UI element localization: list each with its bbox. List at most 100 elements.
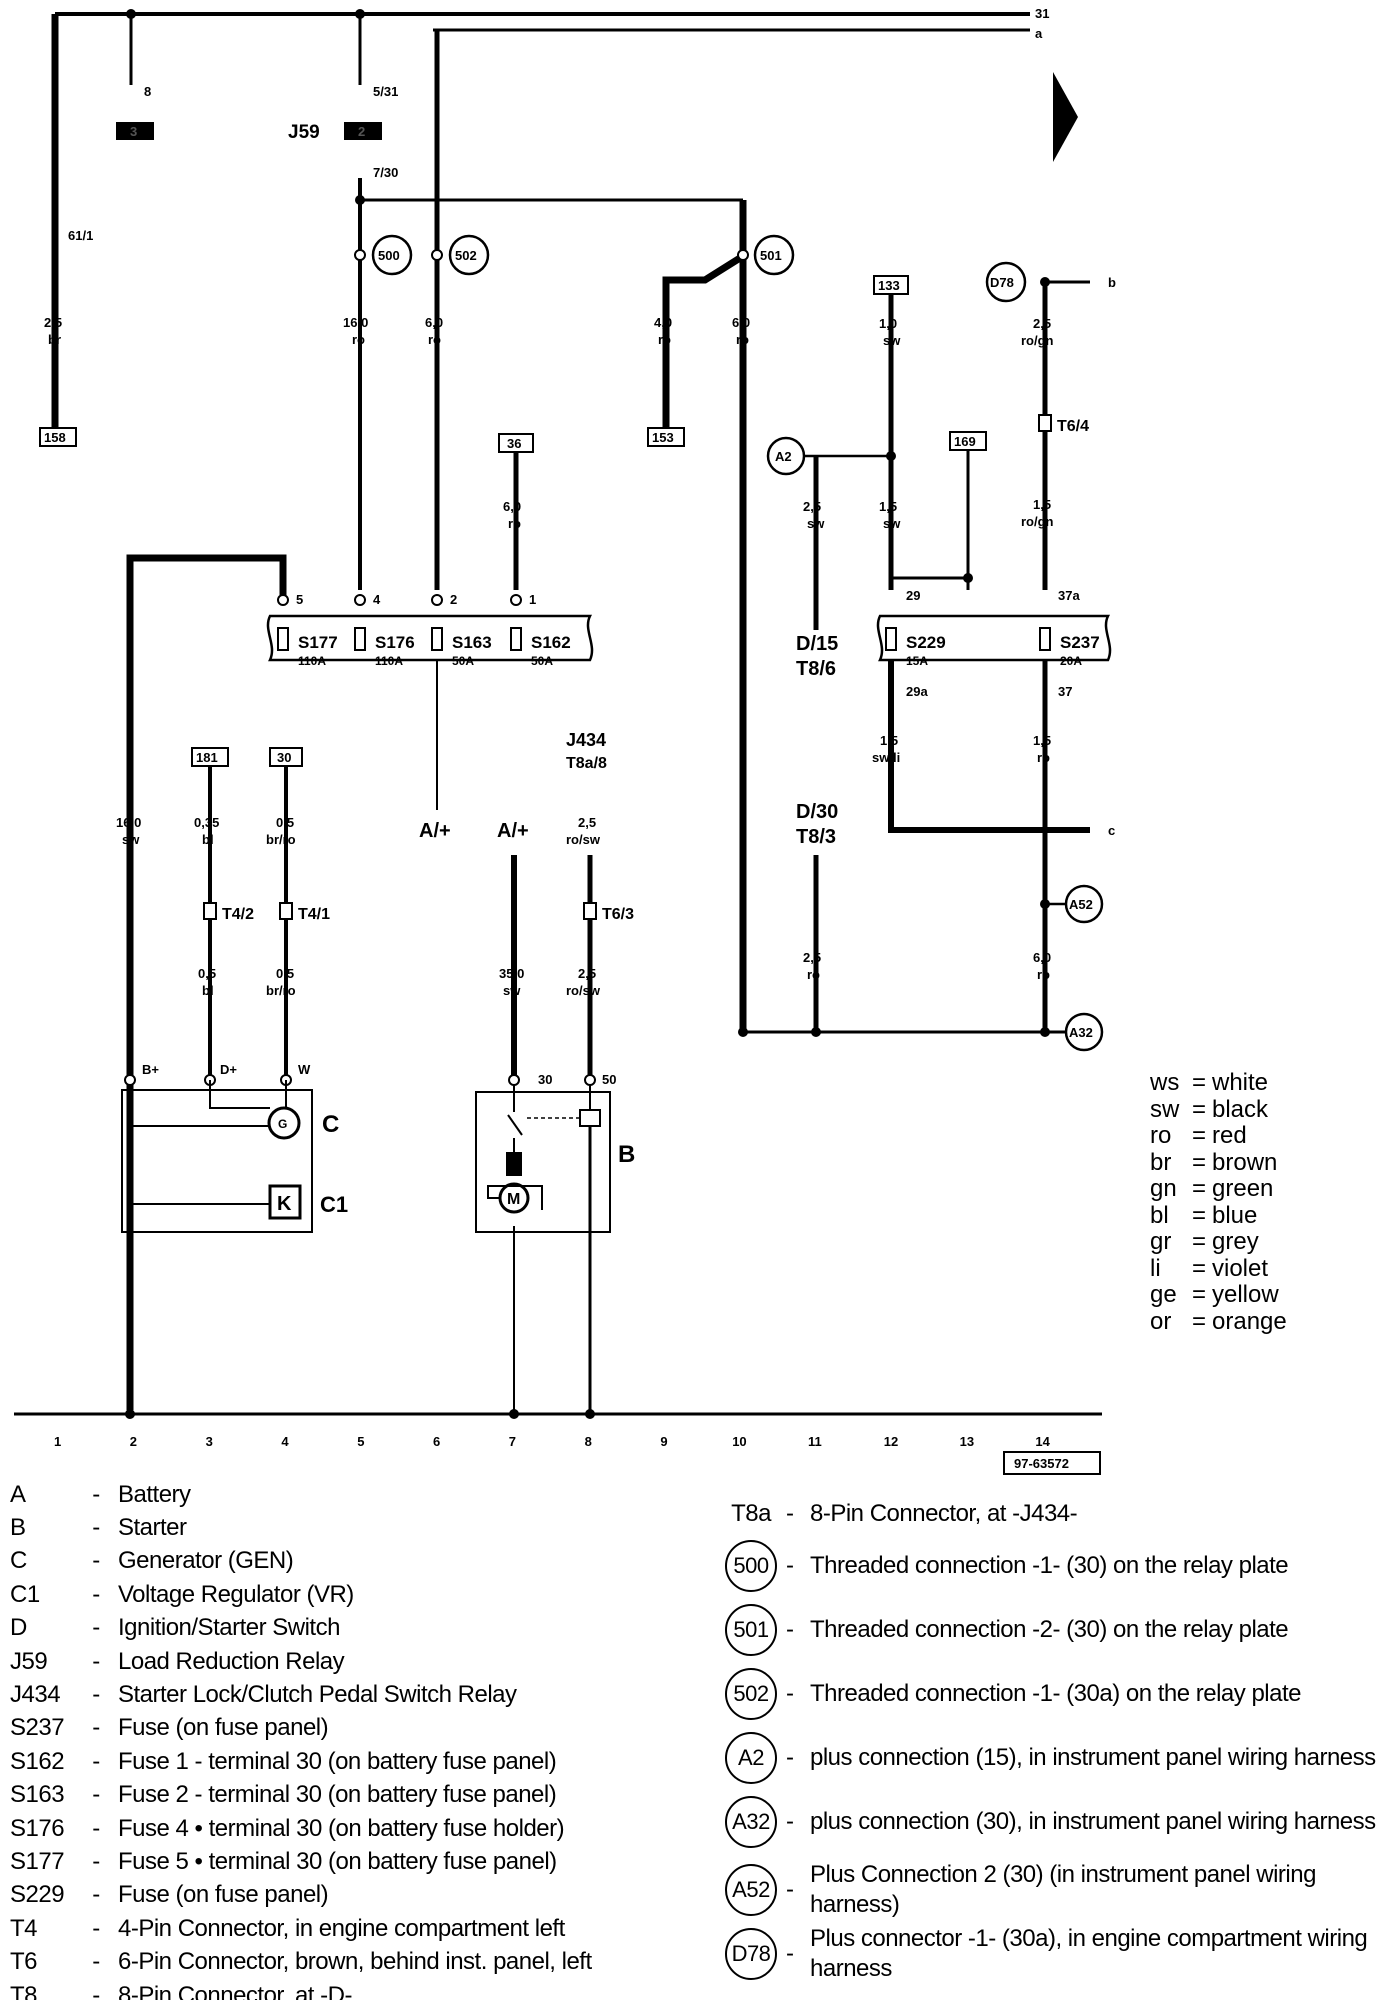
legend-mark: A52 xyxy=(716,1864,786,1916)
legend-dash: - xyxy=(92,1480,100,1508)
gen-internal-d xyxy=(209,1080,270,1109)
color-code: gr xyxy=(1150,1228,1172,1256)
wire-color-w15: bl xyxy=(202,983,214,998)
j59-label: J59 xyxy=(288,122,320,143)
fuse-rating-s176: 110A xyxy=(375,654,403,668)
fuse-body-s162 xyxy=(510,627,522,651)
equals-sign: = xyxy=(1191,1307,1206,1335)
color-key-row: br=brown xyxy=(1150,1149,1350,1177)
starter-pin-50: 50 xyxy=(602,1072,616,1087)
regulator-symbol-k: K xyxy=(277,1193,292,1215)
ref-158: 158 xyxy=(44,430,66,445)
wire-color-w1: br xyxy=(48,332,61,347)
connector-t6-4-symbol xyxy=(1038,414,1052,432)
ref-169: 169 xyxy=(954,434,976,449)
starter-contact-2 xyxy=(507,1114,523,1136)
solenoid-coil xyxy=(579,1109,601,1127)
wire-size-w5: 6,0 xyxy=(732,315,750,330)
gen-pin-w: W xyxy=(298,1062,311,1077)
fuse-pin-ring-s163 xyxy=(431,594,443,606)
wire-color-w8: ro xyxy=(508,516,521,531)
fuse-pin-s176: 4 xyxy=(373,592,381,607)
legend-description: Ignition/Starter Switch xyxy=(118,1614,340,1642)
legend-mark: 501 xyxy=(716,1604,786,1656)
legend-code: S162 xyxy=(10,1747,65,1775)
legend-code: S177 xyxy=(10,1847,65,1875)
figure-id: 97-63572 xyxy=(1014,1456,1069,1471)
connector-t8a-8: T8a/8 xyxy=(566,755,607,772)
legend-description: plus connection (15), in instrument pane… xyxy=(810,1744,1376,1771)
ref-30: 30 xyxy=(277,750,291,765)
fuse-rating-s163: 50A xyxy=(452,654,474,668)
fuse-rating-s237: 20A xyxy=(1060,654,1082,668)
wire-size-w16: 0,5 xyxy=(276,966,294,981)
wire-size-w7: 2,5 xyxy=(1033,316,1051,331)
ground-position-10: 10 xyxy=(732,1434,746,1449)
continuation-arrow xyxy=(1053,72,1078,162)
color-name: white xyxy=(1212,1069,1269,1097)
equals-sign: = xyxy=(1191,1228,1206,1256)
connector-d15: D/15 xyxy=(796,633,838,655)
wire-size-w17: 35,0 xyxy=(499,966,524,981)
legend-description: Starter Lock/Clutch Pedal Switch Relay xyxy=(118,1681,517,1709)
legend-description: 8-Pin Connector, at -J434- xyxy=(810,1500,1078,1527)
fuse-pin-out-s229: 29a xyxy=(906,684,928,699)
terminal-61-1: 61/1 xyxy=(68,228,93,243)
legend-row: J434-Starter Lock/Clutch Pedal Switch Re… xyxy=(10,1678,690,1711)
connector-t4-2: T4/2 xyxy=(222,906,254,923)
legend-description: Threaded connection -2- (30) on the rela… xyxy=(810,1616,1289,1643)
legend-dash: - xyxy=(92,1681,100,1709)
wire-color-w19: ro/sw xyxy=(566,983,601,998)
connection-500: 500 xyxy=(378,248,400,263)
legend-code: J59 xyxy=(10,1647,48,1675)
ground-position-2: 2 xyxy=(130,1434,137,1449)
starter-box xyxy=(475,1091,611,1233)
connector-t6-4: T6/4 xyxy=(1057,418,1089,435)
legend-dash: - xyxy=(786,1808,794,1835)
ground-position-13: 13 xyxy=(960,1434,974,1449)
wire-size-w12: 16,0 xyxy=(116,815,141,830)
wire-color-w20: sw/li xyxy=(872,750,900,765)
ground-position-4: 4 xyxy=(281,1434,289,1449)
terminal-ring-501 xyxy=(737,249,749,261)
legend-description: 4-Pin Connector, in engine compartment l… xyxy=(118,1914,565,1942)
legend-description: Threaded connection -1- (30) on the rela… xyxy=(810,1552,1289,1579)
connection-circle-icon: A52 xyxy=(725,1864,777,1916)
color-name: orange xyxy=(1212,1307,1287,1335)
legend-row: D-Ignition/Starter Switch xyxy=(10,1612,690,1645)
wire-size-w9: 2,5 xyxy=(803,499,821,514)
fuse-body-s177 xyxy=(277,627,289,651)
fuse-body-s237 xyxy=(1039,627,1051,651)
equals-sign: = xyxy=(1191,1095,1206,1123)
generator-box xyxy=(121,1089,313,1233)
equals-sign: = xyxy=(1191,1175,1206,1203)
ground-position-3: 3 xyxy=(206,1434,213,1449)
ground-position-7: 7 xyxy=(509,1434,516,1449)
wire-color-w18: ro/sw xyxy=(566,832,601,847)
relay-slot-1 xyxy=(116,122,154,140)
legend-description: Fuse (on fuse panel) xyxy=(118,1714,329,1742)
ref-box-158 xyxy=(39,427,77,447)
legend-code: T6 xyxy=(10,1948,38,1976)
legend-dash: - xyxy=(92,1881,100,1909)
connection-500-circle xyxy=(371,234,413,276)
equals-sign: = xyxy=(1191,1122,1206,1150)
wire-color-w9: sw xyxy=(807,516,825,531)
color-code: ro xyxy=(1150,1122,1172,1150)
color-name: grey xyxy=(1212,1228,1259,1256)
fuse-pin-ring-s177 xyxy=(277,594,289,606)
wire-color-w6: sw xyxy=(883,333,901,348)
legend-description: 6-Pin Connector, brown, behind inst. pan… xyxy=(118,1948,592,1976)
connection-501-circle xyxy=(753,234,795,276)
legend-dash: - xyxy=(92,1580,100,1608)
color-key-row: gr =grey xyxy=(1150,1228,1350,1256)
relay-slot-2 xyxy=(344,122,382,140)
starter-brush xyxy=(506,1152,522,1176)
connection-d78-circle xyxy=(985,261,1027,303)
junction-a32-1 xyxy=(738,1027,748,1037)
wire-size-w21: 1,5 xyxy=(1033,733,1051,748)
fuse-name-s162: S162 xyxy=(531,633,571,652)
wire-size-w14: 0,5 xyxy=(276,815,294,830)
legend-row: T8-8-Pin Connector, at -D- xyxy=(10,1979,690,2000)
